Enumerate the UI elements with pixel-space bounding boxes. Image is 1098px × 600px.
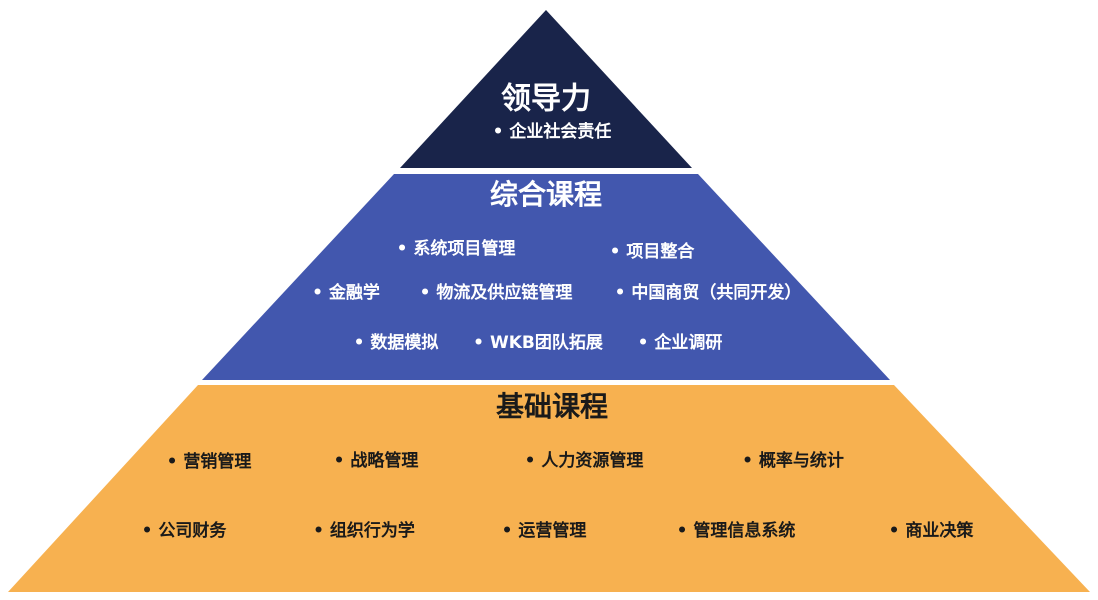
tier-bottom-item: • 公司财务 (142, 520, 228, 541)
tier-middle-item: • 金融学 (312, 282, 380, 303)
tier-middle-shape (202, 174, 890, 380)
tier-middle-item: • 物流及供应链管理 (420, 282, 573, 303)
tier-bottom-item: • 商业决策 (889, 520, 975, 541)
tier-bottom-item: • 战略管理 (334, 450, 419, 471)
tier-middle-item: • 中国商贸（共同开发） (615, 282, 802, 303)
tier-middle-item: • 系统项目管理 (397, 238, 516, 259)
tier-bottom-shape (8, 385, 1090, 592)
tier-bottom-item: • 概率与统计 (742, 450, 844, 471)
tier-bottom-title: 基础课程 (496, 390, 608, 423)
tier-bottom-item: • 营销管理 (167, 451, 252, 472)
tier-top-item: • 企业社会责任 (493, 121, 612, 142)
tier-middle-item: • 数据模拟 (354, 332, 439, 353)
tier-bottom-item: • 人力资源管理 (525, 450, 644, 471)
tier-middle-item: • 项目整合 (610, 241, 696, 262)
tier-bottom-item: • 组织行为学 (313, 520, 415, 541)
tier-top-title: 领导力 (501, 82, 591, 117)
tier-middle-item: • 企业调研 (638, 332, 723, 353)
tier-bottom-item: • 运营管理 (502, 520, 587, 541)
tier-top-shape (400, 10, 692, 168)
tier-middle-item: • WKB团队拓展 (473, 332, 603, 353)
tier-bottom-item: • 管理信息系统 (677, 520, 796, 541)
tier-middle-title: 综合课程 (490, 178, 602, 211)
